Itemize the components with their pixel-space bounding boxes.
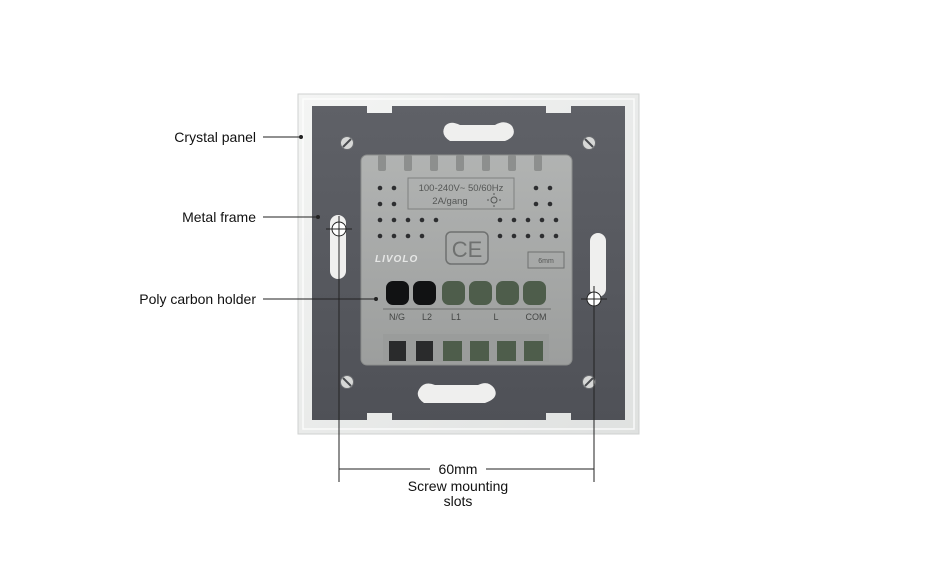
rating-line2: 2A/gang <box>432 196 467 207</box>
leader-dots <box>299 135 378 301</box>
right-screw-crosshair <box>581 286 607 312</box>
terminal-label-com: COM <box>526 312 547 322</box>
poly-carbon-holder: 100-240V~ 50/60Hz 2A/gang CE LIVOLO 6mm … <box>360 154 573 366</box>
rating-box <box>407 177 515 210</box>
terminal-label-l2: L2 <box>422 312 432 322</box>
corner-screws <box>340 136 596 389</box>
right-screw-slot <box>590 233 606 297</box>
left-screw-crosshair <box>326 216 352 242</box>
ce-mark-box <box>445 231 489 265</box>
sun-icon <box>487 193 501 207</box>
callout-crystal-panel: Crystal panel <box>174 129 256 145</box>
dimension-distance: 60mm <box>438 461 478 477</box>
terminal-label-l: L <box>493 312 498 322</box>
callout-metal-frame: Metal frame <box>182 209 256 225</box>
dimension-caption-line2: slots <box>443 493 473 509</box>
rating-line1: 100-240V~ 50/60Hz <box>419 183 504 194</box>
strip-length: 6mm <box>538 258 554 265</box>
vent-holes <box>377 185 559 239</box>
leader-lines <box>263 136 375 300</box>
callout-poly-carbon-holder: Poly carbon holder <box>139 291 256 307</box>
ce-mark: CE <box>452 237 483 262</box>
terminal-holes <box>386 281 546 305</box>
clamp-screws <box>389 341 543 361</box>
top-mounting-slot <box>443 122 514 141</box>
terminal-label-ng: N/G <box>389 312 405 322</box>
dimension-line <box>338 242 595 482</box>
brand-logo-text: LIVOLO <box>375 254 418 265</box>
bottom-mounting-slot <box>417 383 496 403</box>
terminal-label-l1: L1 <box>451 312 461 322</box>
strip-gauge <box>527 251 565 269</box>
dimension-caption-line1: Screw mounting <box>407 478 509 494</box>
